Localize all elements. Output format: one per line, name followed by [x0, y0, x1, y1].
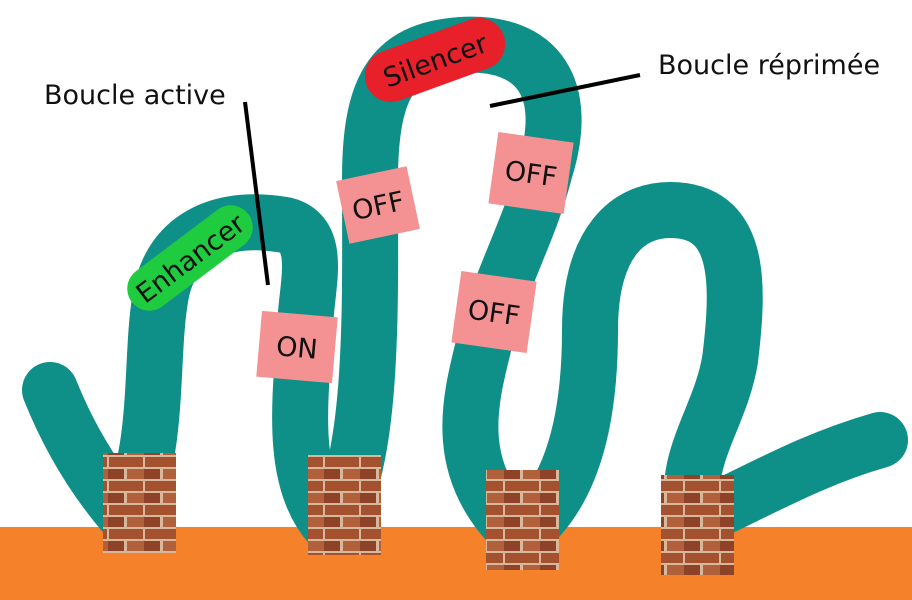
brick-anchor: [486, 470, 559, 570]
svg-text:ON: ON: [275, 331, 319, 365]
label-active-loop: Boucle active: [44, 80, 226, 111]
state-box-off: OFF: [336, 166, 420, 244]
svg-text:OFF: OFF: [503, 155, 559, 193]
brick-anchor: [103, 453, 176, 553]
brick-anchor: [308, 455, 381, 555]
state-box-on: ON: [256, 310, 338, 384]
svg-text:OFF: OFF: [466, 294, 522, 332]
state-box-off: OFF: [488, 132, 574, 214]
state-box-off: OFF: [451, 271, 537, 353]
pointer-line-repressed: [489, 73, 641, 108]
brick-anchors: [103, 453, 734, 575]
pointer-line-active: [243, 101, 270, 286]
brick-anchor: [661, 475, 734, 575]
label-repressed-loop: Boucle réprimée: [658, 50, 880, 81]
